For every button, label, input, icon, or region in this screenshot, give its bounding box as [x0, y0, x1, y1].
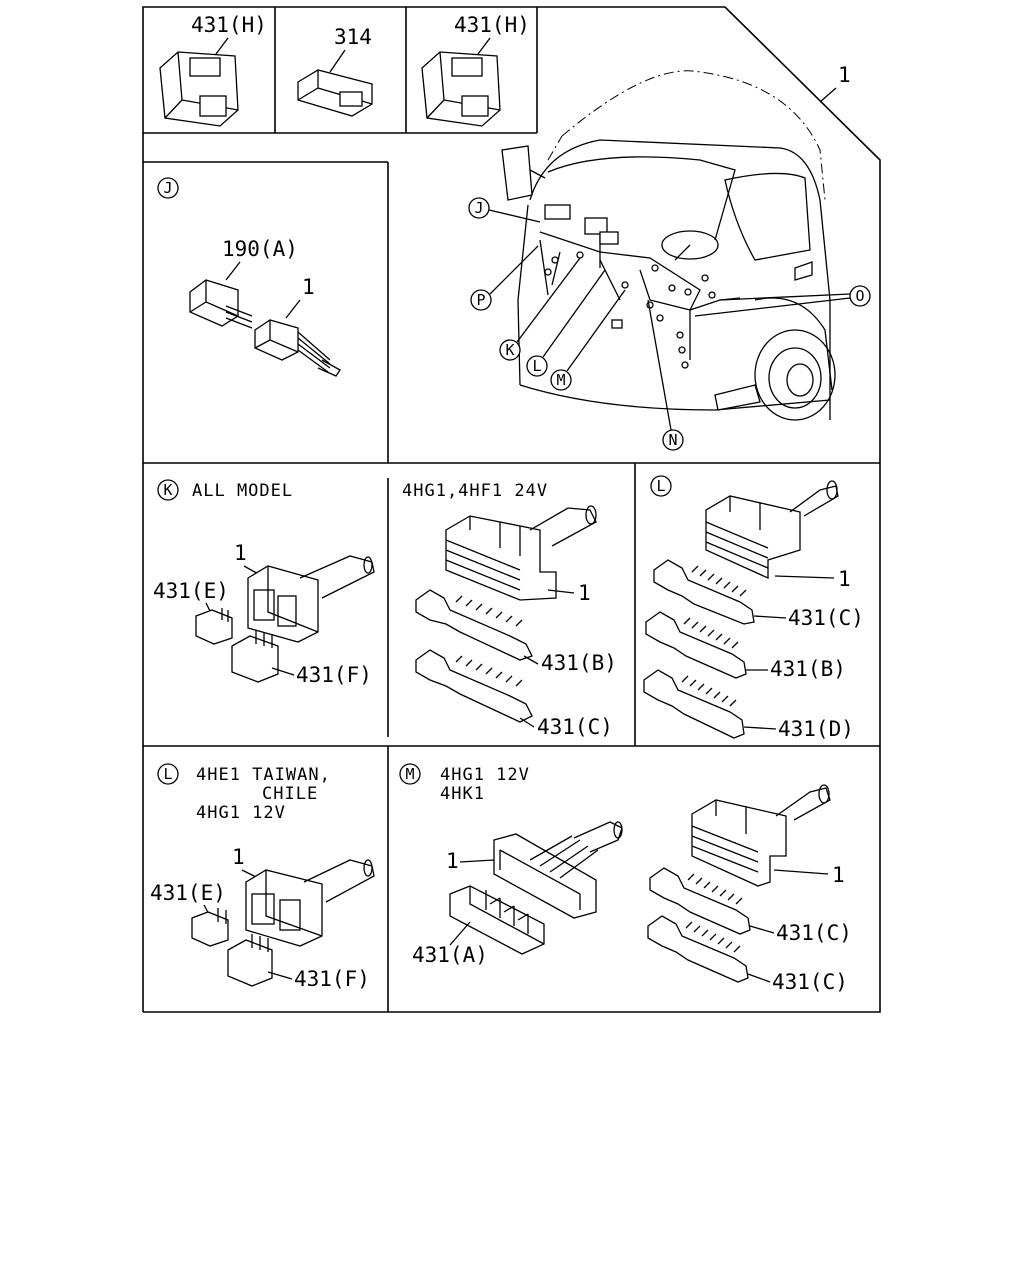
- connector-1-k24: [445, 505, 597, 601]
- connector-314: [297, 69, 373, 117]
- top-mid-cell: 314: [297, 25, 373, 117]
- truck-cab-overview: 1: [468, 63, 871, 451]
- terminal-431c-l1: [653, 559, 755, 625]
- top-right-cell: 431(H): [421, 13, 530, 127]
- label-1-l1: 1: [838, 567, 851, 591]
- svg-text:M: M: [556, 371, 565, 389]
- panel-k24-title: 4HG1,4HF1 24V: [402, 481, 548, 501]
- marker-p-overview: P: [470, 245, 539, 311]
- connector-1-m-right: [691, 784, 831, 887]
- terminal-431c-m-upper: [649, 867, 751, 935]
- label-431c-m-lower: 431(C): [772, 970, 848, 994]
- terminal-431a-m: [449, 885, 545, 955]
- label-1-j: 1: [302, 275, 315, 299]
- svg-text:J: J: [474, 199, 483, 217]
- label-431h-left: 431(H): [191, 13, 267, 37]
- panel-k-24v: 4HG1,4HF1 24V 1 431(B) 431(C): [402, 481, 617, 739]
- panel-k-title: ALL MODEL: [192, 481, 293, 501]
- connector-1-k: [247, 555, 375, 643]
- svg-text:L: L: [163, 765, 172, 783]
- panel-j: J 190(A) 1: [157, 177, 341, 377]
- terminal-431b-l1: [645, 611, 747, 679]
- top-left-cell: 431(H): [159, 13, 267, 127]
- connector-1-j: [254, 319, 341, 377]
- label-431d-l1: 431(D): [778, 717, 854, 741]
- svg-text:L: L: [532, 357, 541, 375]
- label-1-k: 1: [234, 541, 247, 565]
- label-1-overview: 1: [838, 63, 851, 87]
- connector-1-m-left: [493, 821, 623, 919]
- relay-connector-431h-left: [159, 51, 239, 127]
- panel-m-title-line2: 4HK1: [440, 784, 485, 804]
- marker-m-overview: M: [550, 289, 626, 391]
- panel-l-upper: L 1 431(C) 431(B) 431(D): [643, 475, 864, 741]
- panel-l-lower: L 4HE1 TAIWAN, CHILE 4HG1 12V 1 431(E) 4…: [150, 763, 375, 991]
- label-431c-m-upper: 431(C): [776, 921, 852, 945]
- terminal-431c-m-lower: [647, 915, 749, 983]
- marker-l-overview: L: [526, 269, 606, 377]
- terminal-431e-k: [195, 608, 233, 645]
- svg-text:M: M: [405, 765, 414, 783]
- marker-k-overview: K: [499, 257, 581, 361]
- panel-l2-title-line2: CHILE: [262, 784, 318, 804]
- connector-190a: [189, 279, 253, 329]
- relay-connector-431h-right: [421, 51, 501, 127]
- label-1-m-right: 1: [832, 863, 845, 887]
- svg-text:L: L: [656, 477, 665, 495]
- label-431a-m: 431(A): [412, 943, 488, 967]
- label-431f-k: 431(F): [296, 663, 372, 687]
- svg-text:K: K: [163, 481, 172, 499]
- svg-text:N: N: [668, 431, 677, 449]
- label-1-m-left: 1: [446, 849, 459, 873]
- connector-1-l1: [705, 480, 839, 580]
- panel-l2-title-line3: 4HG1 12V: [196, 803, 286, 823]
- panel-l2-title-line1: 4HE1 TAIWAN,: [196, 765, 331, 785]
- terminal-431f-k: [231, 630, 279, 683]
- svg-text:P: P: [476, 291, 485, 309]
- marker-j-overview: J: [468, 197, 541, 223]
- label-431c-l1: 431(C): [788, 606, 864, 630]
- label-431f-l2: 431(F): [294, 967, 370, 991]
- svg-text:O: O: [855, 287, 864, 305]
- svg-text:J: J: [163, 179, 172, 197]
- label-1-k24: 1: [578, 581, 591, 605]
- label-314: 314: [334, 25, 372, 49]
- label-431b-k24: 431(B): [541, 651, 617, 675]
- marker-n-overview: N: [647, 299, 684, 451]
- panel-m-title-line1: 4HG1 12V: [440, 765, 530, 785]
- terminal-431b-k24: [415, 589, 533, 661]
- label-431b-l1: 431(B): [770, 657, 846, 681]
- panel-m: M 4HG1 12V 4HK1 1 431(A) 1: [399, 763, 852, 994]
- svg-text:K: K: [505, 341, 514, 359]
- label-431h-right: 431(H): [454, 13, 530, 37]
- marker-o-overview: O: [694, 285, 871, 317]
- terminal-431c-k24: [415, 649, 533, 723]
- label-431e-k: 431(E): [153, 579, 229, 603]
- label-1-l2: 1: [232, 845, 245, 869]
- label-431c-k24: 431(C): [537, 715, 613, 739]
- terminal-431e-l2: [191, 908, 229, 947]
- connector-1-l2: [245, 859, 375, 947]
- label-190a: 190(A): [222, 237, 298, 261]
- terminal-431d-l1: [643, 669, 745, 739]
- diagram-frame: [142, 6, 881, 1013]
- terminal-431f-l2: [227, 934, 273, 987]
- label-431e-l2: 431(E): [150, 881, 226, 905]
- panel-k: K ALL MODEL 1 431(E) 431(F): [153, 479, 375, 687]
